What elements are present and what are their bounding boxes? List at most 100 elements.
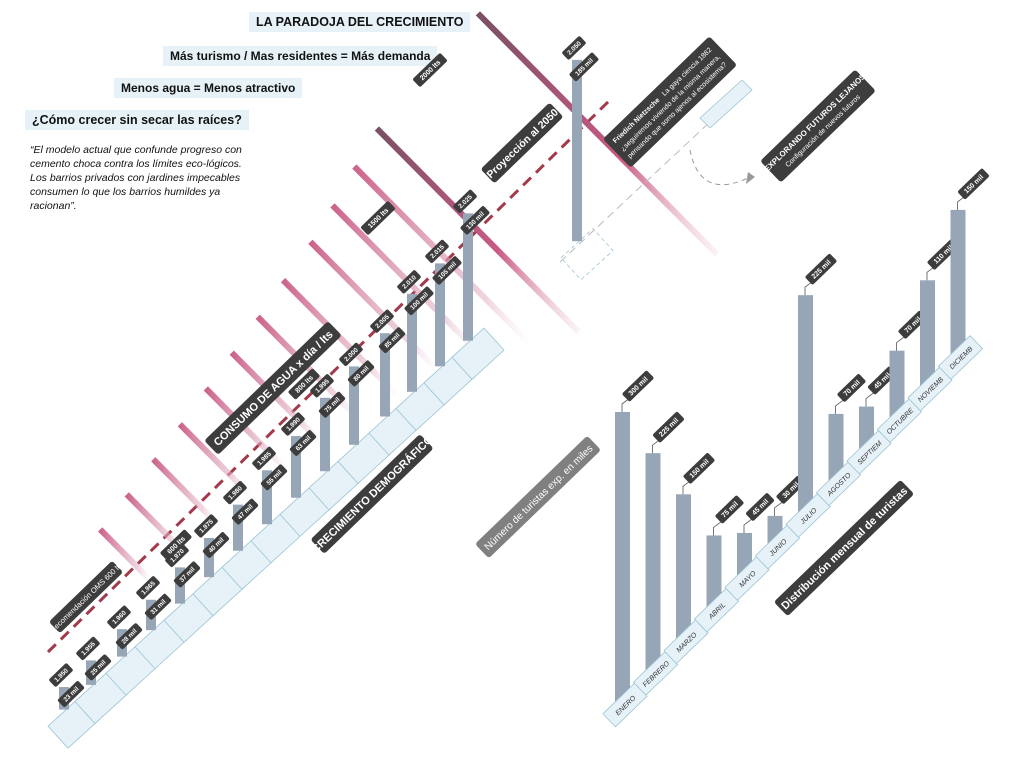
demographic-value-label-5-tag-bg <box>202 532 230 558</box>
month-bar <box>706 535 722 609</box>
axis-cell <box>560 228 614 281</box>
demographic-bar <box>380 333 390 417</box>
futures-connector <box>689 149 749 186</box>
month-leader <box>713 521 722 536</box>
futures-title: EXPLORANDO FUTUROS LEJANOS <box>762 71 868 173</box>
month-bar <box>828 413 844 482</box>
demographic-value-label-11-tag-bg <box>378 327 406 354</box>
demographic-value-label-10-tag-bg <box>347 360 375 387</box>
water-value-label-1-tag-bg <box>288 368 320 400</box>
month-leader <box>896 336 905 351</box>
water-consumption-stroke <box>475 11 720 257</box>
tourists-axis-label: Número de turistas exp. en miles <box>483 443 596 552</box>
month-value-label-2-tag-bg <box>683 453 715 484</box>
oms-label-bg <box>50 561 122 633</box>
equation-more-demand: Más turismo / Mas residentes = Más deman… <box>163 46 438 66</box>
year-label-3-tag-bg <box>136 576 160 600</box>
nietzsche-bg <box>604 37 736 167</box>
month-value-label-6-tag: 225 mil <box>805 253 837 285</box>
month-leader <box>743 518 753 533</box>
water-value-label-3-tag-bg <box>413 53 447 87</box>
water-consumption-stroke <box>151 457 221 527</box>
month-bar <box>615 412 630 703</box>
month-cell-group: JULIO <box>785 493 831 538</box>
month-value-label-8-tag-bg <box>868 366 896 395</box>
month-bar <box>889 350 905 419</box>
page-title: LA PARADOJA DEL CRECIMIENTO <box>249 12 471 32</box>
month-bar <box>798 295 813 514</box>
water-consumption-stroke <box>255 314 363 423</box>
month-value-label-5-tag-bg <box>776 476 805 504</box>
water-value-label-3-tag: 2000 lts <box>413 53 447 87</box>
month-leader <box>865 392 875 407</box>
water-value-label-2-tag: 1500 lts <box>361 201 395 235</box>
proyeccion-label-bg <box>481 103 563 183</box>
demographic-bar <box>572 59 582 242</box>
axis-cell <box>451 327 505 380</box>
month-leader <box>682 479 692 495</box>
year-label-1-tag-bg <box>76 636 100 660</box>
demographic-value-label-2-tag-bg <box>115 623 143 650</box>
demographic-value-label-0-tag-bg <box>57 681 85 707</box>
year-label-9-tag-bg <box>310 374 334 398</box>
year-label-7-tag-bg <box>252 446 276 470</box>
year-label-14-tag-bg <box>453 189 477 213</box>
year-label-0-tag-bg <box>49 663 73 687</box>
water-consumption-stroke <box>352 164 535 348</box>
distribucion-label-bg <box>774 480 914 616</box>
demographic-bar <box>233 504 243 551</box>
quote-text: “El modelo actual que confunde progreso … <box>30 144 242 212</box>
year-label-5-tag-bg <box>194 514 218 538</box>
key-question: ¿Cómo crecer sin secar las raíces? <box>25 110 249 130</box>
month-value-label-1-tag: 225 mil <box>653 411 684 443</box>
month-value-label-3-tag-bg <box>715 495 744 524</box>
demographic-bar <box>320 397 330 472</box>
month-bar <box>676 494 691 640</box>
demographic-value-label-3-tag-bg <box>144 593 172 620</box>
month-value-label-3-tag: 75 mil <box>715 495 744 524</box>
month-leader <box>652 438 661 454</box>
demographic-value-label-6-tag-bg <box>231 498 259 525</box>
crecimiento-label-bg <box>311 435 433 553</box>
distribucion-label-group: Distribución mensual de turistas <box>774 480 914 616</box>
month-leader <box>957 195 966 210</box>
year-label-13-tag-bg <box>425 239 449 263</box>
water-value-label-2-tag-bg <box>361 201 395 235</box>
demographic-bar <box>407 293 417 392</box>
proyeccion-label-group: Proyección al 2050 <box>481 103 563 183</box>
year-label-10-tag-bg <box>339 342 363 366</box>
year-label-0-tag: 1.950 <box>49 663 73 687</box>
month-bar <box>920 280 935 387</box>
equation-less-water: Menos agua = Menos atractivo <box>114 78 303 98</box>
month-value-label-0-tag: 300 mil <box>622 370 654 402</box>
month-leader <box>621 397 631 412</box>
water-consumption-stroke <box>98 527 154 584</box>
demographic-value-label-7-tag-bg <box>260 464 288 491</box>
projection-guide <box>559 91 743 263</box>
demographic-bar <box>291 436 301 498</box>
year-label-15-tag: 2.050 <box>562 36 586 60</box>
oms-reference-line <box>46 96 614 654</box>
month-value-label-1-tag-bg <box>653 411 684 443</box>
demographic-bar <box>463 213 473 341</box>
year-label-8-tag-bg <box>281 412 305 436</box>
year-label-6-tag-bg <box>223 481 247 505</box>
demographic-axis-layer <box>47 79 755 749</box>
year-label-2-tag: 1.960 <box>107 605 131 629</box>
year-label-4-tag-bg <box>165 543 189 567</box>
demographic-value-label-8-tag-bg <box>289 430 317 456</box>
year-label-1-tag: 1.955 <box>76 636 100 660</box>
demographic-value-label-13-tag-bg <box>432 256 462 285</box>
water-consumption-stroke <box>374 126 581 334</box>
projection-label: Proyección al 2050 <box>485 106 561 180</box>
nietzsche-box: Friedich Nietzsche La gaya ciencia 1882 … <box>604 37 736 167</box>
year-label-15-tag-bg <box>562 36 586 60</box>
futures-arrow-head <box>746 172 755 184</box>
month-value-label-7-tag-bg <box>837 374 866 402</box>
water-value-label-0-tag-bg <box>160 529 192 561</box>
nietzsche-line2: ¿seguiremos viviendo de la misma manera, <box>620 54 722 153</box>
water-consumption-stroke <box>308 239 443 375</box>
